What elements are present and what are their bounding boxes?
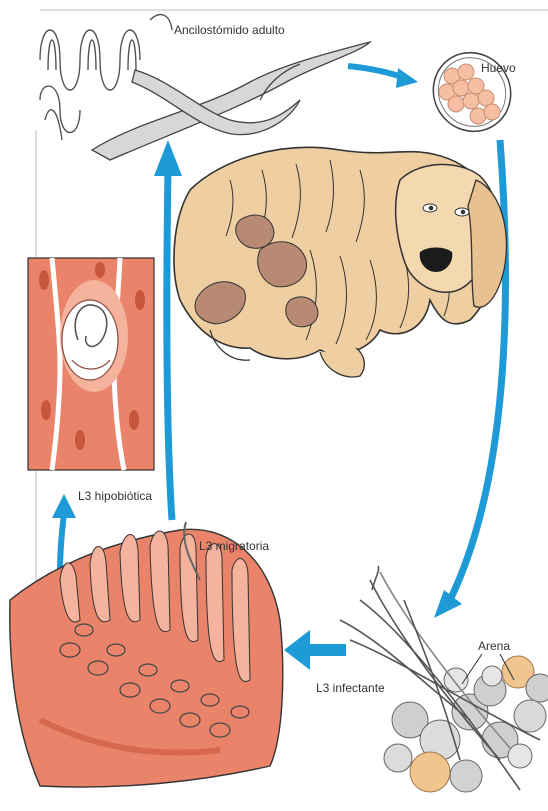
arrow-hypobiotic-head [52, 494, 76, 518]
label-l3-migratory: L3 migratoria [199, 539, 269, 553]
intestine-icon [10, 529, 283, 787]
arrow-adult-to-egg-head [396, 68, 418, 88]
arrow-egg-to-sand-head [434, 590, 462, 618]
arrow-sand-to-intestine-head [284, 630, 310, 670]
label-l3-hypobiotic: L3 hipobiótica [78, 489, 152, 503]
dog-icon [174, 147, 506, 377]
label-l3-infective: L3 infectante [316, 681, 385, 695]
label-sand: Arena [478, 639, 510, 653]
arrow-migratory-to-adult [167, 168, 172, 520]
blood-vessel-icon [28, 258, 154, 470]
sand-icon [384, 656, 548, 792]
arrow-hypobiotic [60, 514, 64, 572]
arrow-adult-to-egg [348, 66, 405, 78]
egg-icon [418, 37, 526, 146]
label-adult: Ancilostómido adulto [174, 23, 285, 37]
label-egg: Huevo [481, 61, 516, 75]
arrow-migratory-to-adult-head [154, 140, 182, 176]
